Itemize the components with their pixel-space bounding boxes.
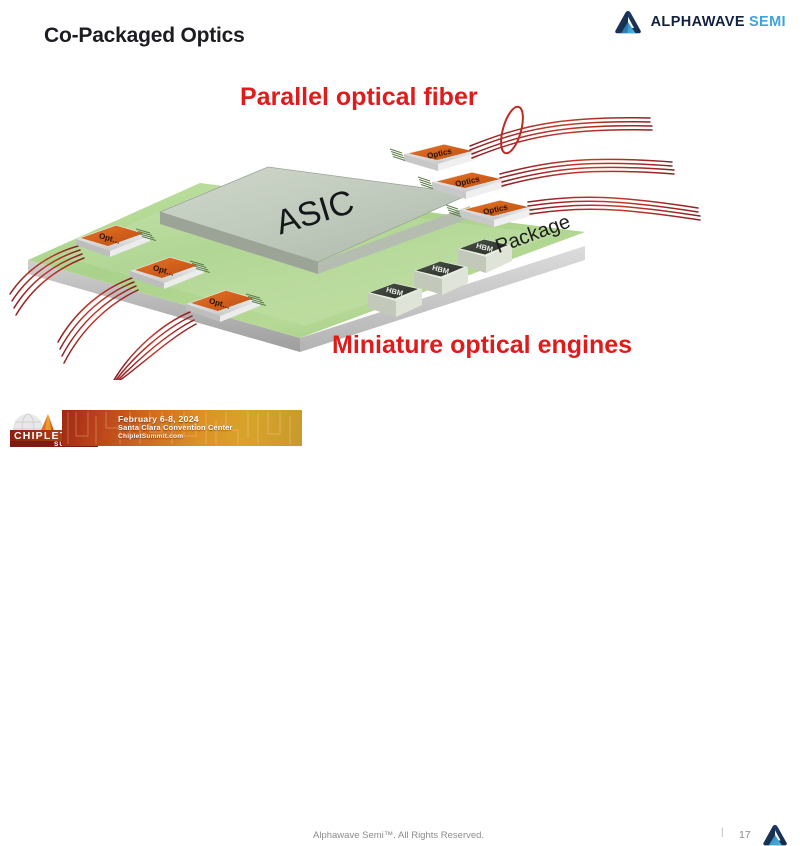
event-venue: Santa Clara Convention Center [118, 423, 233, 433]
hbm-stack-1: HBM [368, 283, 422, 317]
banner-background [62, 410, 302, 446]
footer-divider: | [721, 827, 724, 838]
co-packaged-optics-diagram: ASIC Opt… Opt… [0, 60, 800, 380]
optics-module-right-1: Optics [389, 144, 478, 171]
optics-module-right-2: Optics [417, 172, 506, 199]
optical-fiber-ribbon-left [9, 245, 197, 380]
alphawave-footer-mark [763, 824, 787, 846]
hbm-label: HBM [385, 285, 404, 298]
page-title: Co-Packaged Optics [44, 24, 245, 47]
alphawave-triangle-mark [614, 11, 641, 34]
fiber-bundle-cross-section [500, 105, 524, 155]
banner-circuit-pattern [67, 412, 291, 444]
optics-module-right-3: Optics [445, 200, 534, 227]
optical-fiber-ribbon-right [469, 117, 701, 221]
copyright-notice: Alphawave Semi™. All Rights Reserved. [313, 830, 485, 841]
hbm-stack-2: HBM [414, 261, 468, 295]
hbm-stack-3: HBM [458, 239, 512, 273]
event-website[interactable]: ChipletSummit.com [118, 432, 184, 440]
optics-module-left-3: Opt… [186, 290, 267, 322]
page-number: 17 [739, 829, 751, 841]
banner-text-block: February 6-8, 2024 Santa Clara Conventio… [118, 414, 233, 441]
brand-word-alphawave: ALPHAWAVE [650, 13, 745, 30]
hbm-label: HBM [475, 241, 494, 254]
optics-module-left-1: Opt… [76, 225, 157, 257]
optics-module-left-2: Opt… [130, 257, 211, 289]
callout-miniature-optical-engines: Miniature optical engines [332, 331, 633, 359]
asic-die: ASIC [158, 166, 472, 274]
hbm-label: HBM [431, 263, 450, 276]
brand-word-semi: SEMI [748, 13, 786, 30]
callout-parallel-optical-fiber: Parallel optical fiber [240, 83, 478, 111]
slide-footer: CHIPLET SUMMIT February 6-8, 2024 Santa … [0, 406, 800, 846]
chiplet-summit-event-banner: February 6-8, 2024 Santa Clara Conventio… [62, 410, 302, 446]
chiplet-wordmark: CHIPLET [14, 430, 67, 442]
event-date: February 6-8, 2024 [118, 414, 199, 424]
